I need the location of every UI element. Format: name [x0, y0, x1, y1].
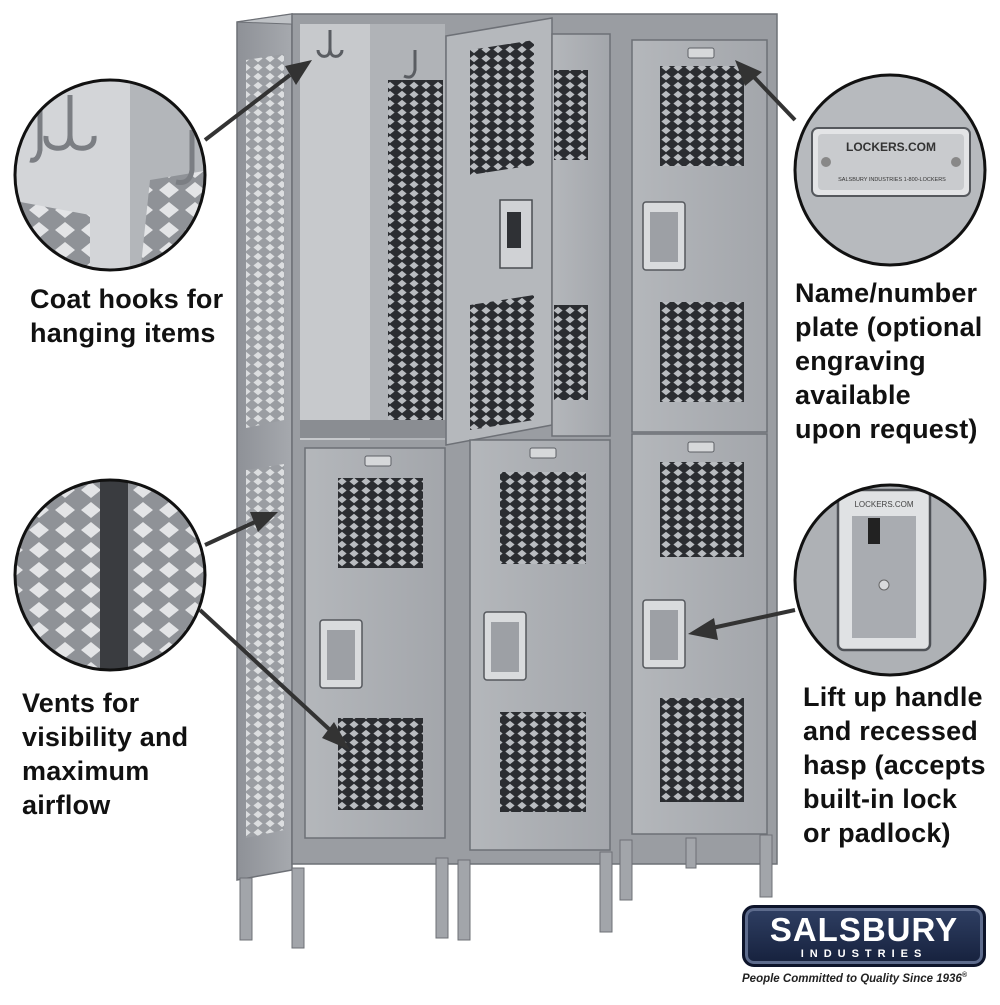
arrow-icon — [688, 608, 796, 640]
plate-brand-text: LOCKERS.COM — [846, 140, 936, 154]
handle-icon — [642, 201, 686, 271]
arrow-icon — [198, 608, 350, 750]
vents-detail — [15, 480, 205, 670]
plate-small-text: SALSBURY INDUSTRIES 1-800-LOCKERS — [838, 177, 946, 183]
coat-hook-icon — [316, 30, 417, 79]
coat-hooks-detail — [15, 80, 205, 270]
vents-caption: Vents for visibility and maximum airflow — [22, 688, 189, 820]
arrow-icon — [735, 60, 797, 122]
coat-hooks-caption: Coat hooks for hanging items — [30, 284, 224, 348]
handle-caption: Lift up handle and recessed hasp (accept… — [803, 682, 986, 848]
arrow-icon — [203, 60, 312, 142]
salsbury-logo: SALSBURY INDUSTRIES — [742, 905, 986, 967]
name-plate-caption: Name/number plate (optional engraving av… — [795, 278, 983, 444]
handle-icon — [319, 619, 363, 689]
locker-legs — [239, 834, 773, 949]
handle-detail — [795, 485, 985, 675]
company-tagline: People Committed to Quality Since 1936® — [742, 972, 968, 985]
handle-brand-text: LOCKERS.COM — [854, 500, 914, 509]
handle-icon — [483, 611, 527, 681]
handle-icon — [642, 599, 686, 669]
name-plate-detail — [795, 75, 985, 265]
arrow-icon — [204, 512, 278, 547]
